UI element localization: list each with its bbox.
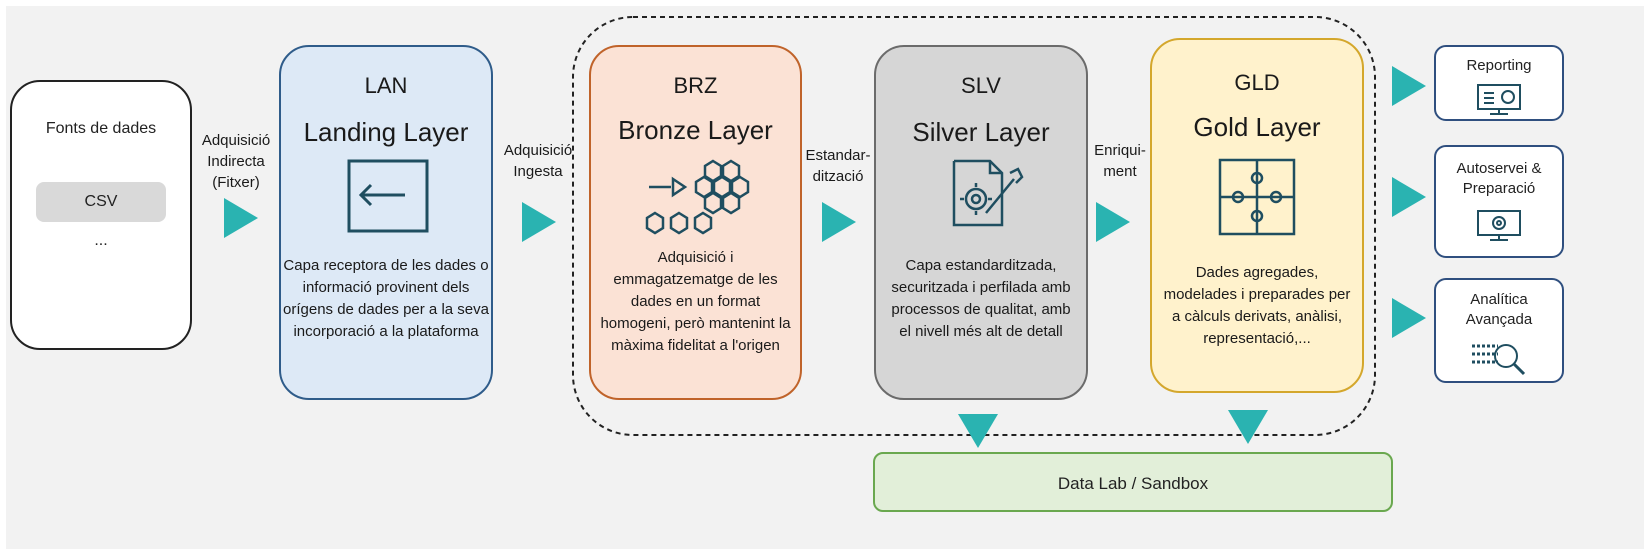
- login-icon: [347, 159, 429, 233]
- data-lab-label: Data Lab / Sandbox: [1057, 474, 1209, 493]
- data-lab-box: Data Lab / Sandbox: [873, 452, 1393, 512]
- hexagon-network-icon: [645, 159, 750, 235]
- arrow-down: [958, 414, 998, 448]
- arrow-right: [1392, 298, 1426, 338]
- layer-code: LAN: [364, 73, 408, 98]
- layer-description: Adquisició i emmagatzematge de les dades…: [600, 249, 791, 354]
- layer-name: Bronze Layer: [618, 115, 773, 145]
- transition-standard-label: Estandar- dització: [805, 147, 871, 185]
- layer-name: Landing Layer: [303, 117, 469, 147]
- layer-description: Dades agregades, modelades i preparades …: [1163, 264, 1351, 347]
- document-gear-wrench-icon: [952, 159, 1024, 227]
- transition-ingest-label: Adquisició Ingesta: [503, 142, 573, 180]
- output-label: Reporting: [1466, 57, 1532, 74]
- landing-layer-box: LAN Landing Layer Capa receptora de les …: [279, 45, 493, 400]
- layer-code: SLV: [961, 73, 1001, 98]
- arrow-right: [822, 202, 856, 242]
- layer-code: BRZ: [673, 73, 718, 98]
- layer-description: Capa estandarditzada, securitzada i perf…: [891, 257, 1071, 340]
- csv-label: CSV: [84, 193, 118, 210]
- output-label: Autoservei & Preparació: [1456, 160, 1542, 197]
- layer-name: Gold Layer: [1193, 112, 1321, 142]
- csv-chip: [36, 182, 166, 222]
- layer-description: Capa receptora de les dades o informació…: [283, 257, 489, 340]
- bronze-layer-box: BRZ Bronze Layer Adquisició i emmagatzem…: [589, 45, 802, 400]
- output-label: Analítica Avançada: [1465, 291, 1533, 328]
- more-sources: ...: [94, 232, 108, 249]
- binary-magnifier-icon: [1472, 344, 1526, 376]
- silver-layer-box: SLV Silver Layer Capa estandarditzada, s…: [874, 45, 1088, 400]
- layer-name: Silver Layer: [912, 117, 1050, 147]
- arrow-right: [1096, 202, 1130, 242]
- arrow-right: [224, 198, 258, 238]
- layer-code: GLD: [1234, 70, 1280, 95]
- transition-enrich-label: Enriqui- ment: [1094, 142, 1146, 180]
- reporting-box: Reporting: [1434, 45, 1564, 121]
- gold-layer-box: GLD Gold Layer Dades agregades, modelade…: [1150, 38, 1364, 393]
- analitica-box: Analítica Avançada: [1434, 278, 1564, 383]
- puzzle-icon: [1218, 158, 1296, 236]
- arrow-right: [522, 202, 556, 242]
- arrow-right: [1392, 177, 1426, 217]
- arrow-right: [1392, 66, 1426, 106]
- arrow-down: [1228, 410, 1268, 444]
- transition-indirect-label: Adquisició Indirecta (Fitxer): [201, 132, 271, 191]
- autoservei-box: Autoservei & Preparació: [1434, 145, 1564, 258]
- sources-title: Fonts de dades: [45, 120, 157, 137]
- monitor-gear-icon: [1477, 210, 1521, 241]
- sources-box: Fonts de dades CSV ...: [10, 80, 192, 350]
- dashboard-monitor-icon: [1477, 84, 1521, 115]
